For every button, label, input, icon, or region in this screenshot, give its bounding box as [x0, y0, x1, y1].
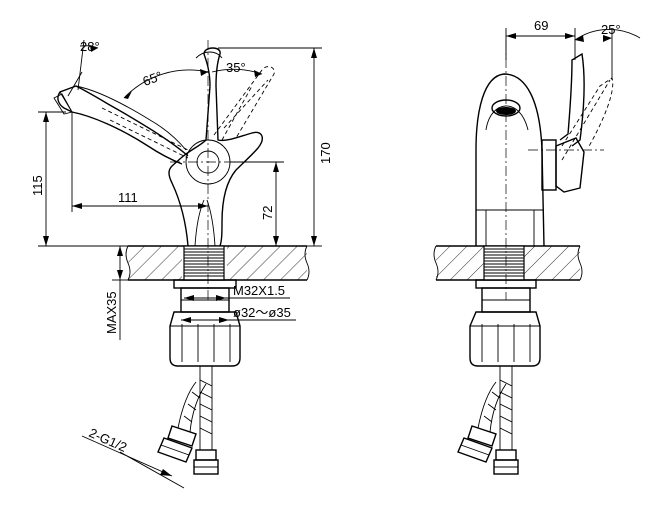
mounting-assembly-front — [169, 279, 241, 367]
threaded-shank-front — [183, 245, 225, 281]
dim-max-thickness: MAX35 — [104, 291, 119, 334]
countertop-section-front — [125, 245, 310, 281]
lever-side — [528, 52, 614, 193]
dim-hole-diameter: ø32～ø35 — [233, 305, 291, 320]
supply-hoses-side — [457, 366, 519, 475]
side-view: 69 25° — [433, 18, 641, 475]
dim-lever-offset: 69 — [534, 18, 548, 33]
threaded-shank-side — [483, 245, 525, 281]
supply-hoses-front — [157, 366, 219, 475]
dim-total-height: 170 — [318, 142, 333, 164]
dim-spout-height: 115 — [30, 175, 45, 196]
dim-lever-angle-25: 25° — [601, 22, 621, 37]
dimension-lines-front — [38, 47, 322, 489]
dimension-lines-side — [505, 28, 641, 80]
spout-front — [53, 85, 189, 165]
lever-alternate-position-front — [213, 66, 275, 141]
dim-lever-pivot-height: 72 — [260, 206, 275, 220]
mounting-assembly-side — [469, 40, 541, 367]
dim-hose-connection: 2-G1/2 — [87, 425, 129, 455]
angle-marks-front — [67, 39, 263, 99]
dim-thread-size: M32X1.5 — [233, 283, 285, 298]
dim-spout-reach: 111 — [118, 190, 138, 205]
dim-lever-angle-35: 35° — [226, 60, 246, 75]
faucet-body-side — [475, 73, 545, 247]
front-view: 28° 65° 35° 170 115 72 111 MAX35 M32X1.5… — [30, 39, 333, 489]
dim-lever-angle-65: 65° — [141, 68, 165, 89]
dim-spout-tilt-angle: 28° — [80, 39, 100, 54]
